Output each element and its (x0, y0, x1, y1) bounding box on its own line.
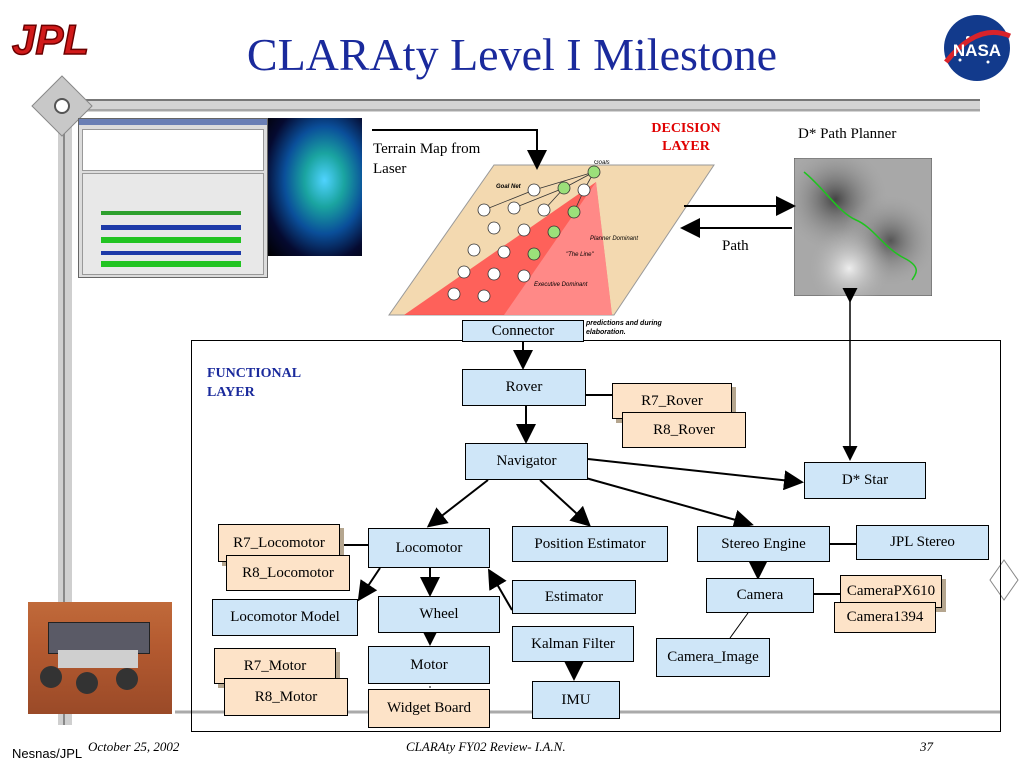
rover-box[interactable]: Rover (462, 369, 586, 406)
camera1394-box[interactable]: Camera1394 (834, 602, 936, 633)
software-screenshot (78, 118, 268, 278)
footer-date: October 25, 2002 (88, 739, 180, 754)
net-executive-dominant-label: Executive Dominant (534, 282, 588, 288)
page-title: CLARAty Level I Milestone (246, 29, 778, 80)
nasa-logo-text: NASA (953, 41, 1001, 60)
camera-box[interactable]: Camera (706, 578, 814, 613)
r8-rover-box[interactable]: R8_Rover (622, 412, 746, 448)
terrain-map-label: Terrain Map from Laser (373, 141, 481, 177)
jpl-logo: JPL (11, 15, 90, 64)
estimator-box[interactable]: Estimator (512, 580, 636, 614)
dstar-planner-label: D* Path Planner (798, 126, 897, 142)
functional-layer-label: FUNCTIONAL LAYER (207, 366, 301, 400)
kalman-filter-box[interactable]: Kalman Filter (512, 626, 634, 662)
functional-layer-frame (191, 340, 1001, 732)
footer-center: CLARAty FY02 Review- I.A.N. (406, 739, 566, 754)
net-planner-dominant-label: Planner Dominant (590, 236, 638, 242)
footer-author: Nesnas/JPL (12, 746, 83, 761)
path-label: Path (722, 238, 749, 254)
motor-box[interactable]: Motor (368, 646, 490, 684)
decision-layer-label: DECISION LAYER (651, 121, 721, 154)
decision-layer-graphic: Goals Goal Net Planner Dominant "The Lin… (388, 160, 715, 316)
rover-photo (28, 602, 172, 714)
net-goals-label: Goals (594, 160, 610, 166)
dstar-terrain-image (794, 158, 932, 296)
navigator-box[interactable]: Navigator (465, 443, 588, 480)
nasa-logo: NASA (944, 15, 1012, 81)
dstar-box[interactable]: D* Star (804, 462, 926, 499)
camera-image-box[interactable]: Camera_Image (656, 638, 770, 677)
net-the-line-label: "The Line" (566, 252, 594, 258)
stereo-engine-box[interactable]: Stereo Engine (697, 526, 830, 562)
terrain-scan-image (268, 118, 362, 256)
jpl-stereo-box[interactable]: JPL Stereo (856, 525, 989, 560)
locomotor-box[interactable]: Locomotor (368, 528, 490, 568)
imu-box[interactable]: IMU (532, 681, 620, 719)
page-number: 37 (920, 739, 933, 754)
position-estimator-box[interactable]: Position Estimator (512, 526, 668, 562)
widget-board-box[interactable]: Widget Board (368, 689, 490, 728)
locomotor-model-box[interactable]: Locomotor Model (212, 599, 358, 636)
connector-box[interactable]: Connector (462, 320, 584, 342)
r8-motor-box[interactable]: R8_Motor (224, 678, 348, 716)
net-side-text: predictions and during elaboration. (586, 320, 662, 336)
net-goal-net-label: Goal Net (496, 184, 522, 190)
wheel-box[interactable]: Wheel (378, 596, 500, 633)
jpl-logo-text: JPL (12, 16, 89, 63)
r8-locomotor-box[interactable]: R8_Locomotor (226, 555, 350, 591)
